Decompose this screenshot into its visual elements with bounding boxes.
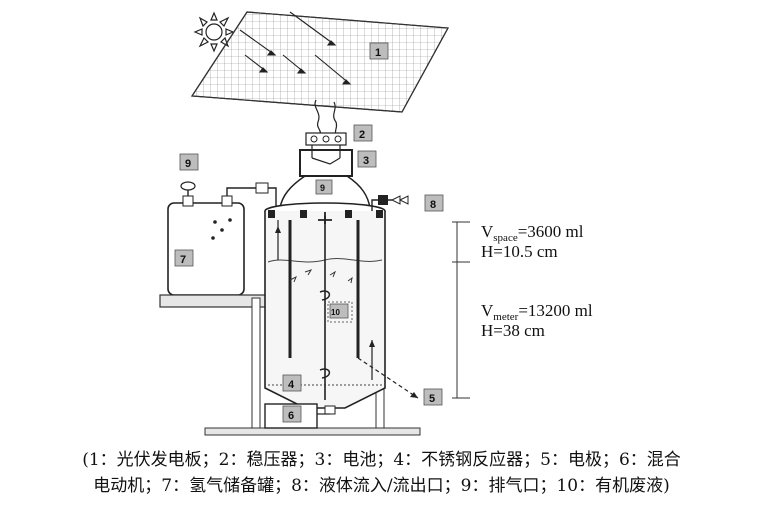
vmeter-label: Vmeter=13200 ml [481,301,593,323]
caption-line-2: 电动机；7：氢气储备罐；8：液体流入/流出口；9：排气口；10：有机废液) [93,476,670,496]
svg-text:8: 8 [430,199,436,211]
label-3: 3 [357,150,377,168]
svg-text:5: 5 [429,393,435,405]
svg-text:10: 10 [331,308,340,317]
label-9-top: 9 [315,179,333,195]
figure-caption: (1：光伏发电板；2：稳压器；3：电池；4：不锈钢反应器；5：电极；6：混合 电… [0,447,763,499]
svg-text:1: 1 [375,47,381,59]
vmeter-height: H=38 cm [481,321,545,340]
label-4: 4 [282,374,302,392]
regulator [305,132,347,146]
vspace-label: Vspace=3600 ml [481,222,584,244]
hydrogen-tank [167,195,245,296]
svg-text:9: 9 [320,183,325,193]
svg-text:7: 7 [180,254,186,266]
valve-icon [180,181,196,191]
label-7: 7 [174,249,194,267]
label-1: 1 [369,42,389,60]
label-10: 10 [329,303,349,319]
svg-text:9: 9 [185,158,191,170]
svg-text:2: 2 [359,129,365,141]
reactor [264,202,386,415]
vspace-height: H=10.5 cm [481,242,558,261]
svg-text:3: 3 [363,155,369,167]
solar-panel-icon [190,11,449,113]
dimension-lines [452,221,470,399]
battery [299,145,353,177]
label-2: 2 [353,124,373,142]
reactor-diagram: 1 2 3 7 9 [159,11,593,436]
label-6: 6 [282,405,302,423]
label-5: 5 [423,388,443,406]
label-9-left: 9 [179,153,199,171]
svg-text:4: 4 [288,379,295,391]
svg-text:6: 6 [288,410,294,422]
label-8: 8 [424,194,444,212]
sun-icon [193,11,235,53]
caption-line-1: (1：光伏发电板；2：稳压器；3：电池；4：不锈钢反应器；5：电极；6：混合 [82,450,681,470]
